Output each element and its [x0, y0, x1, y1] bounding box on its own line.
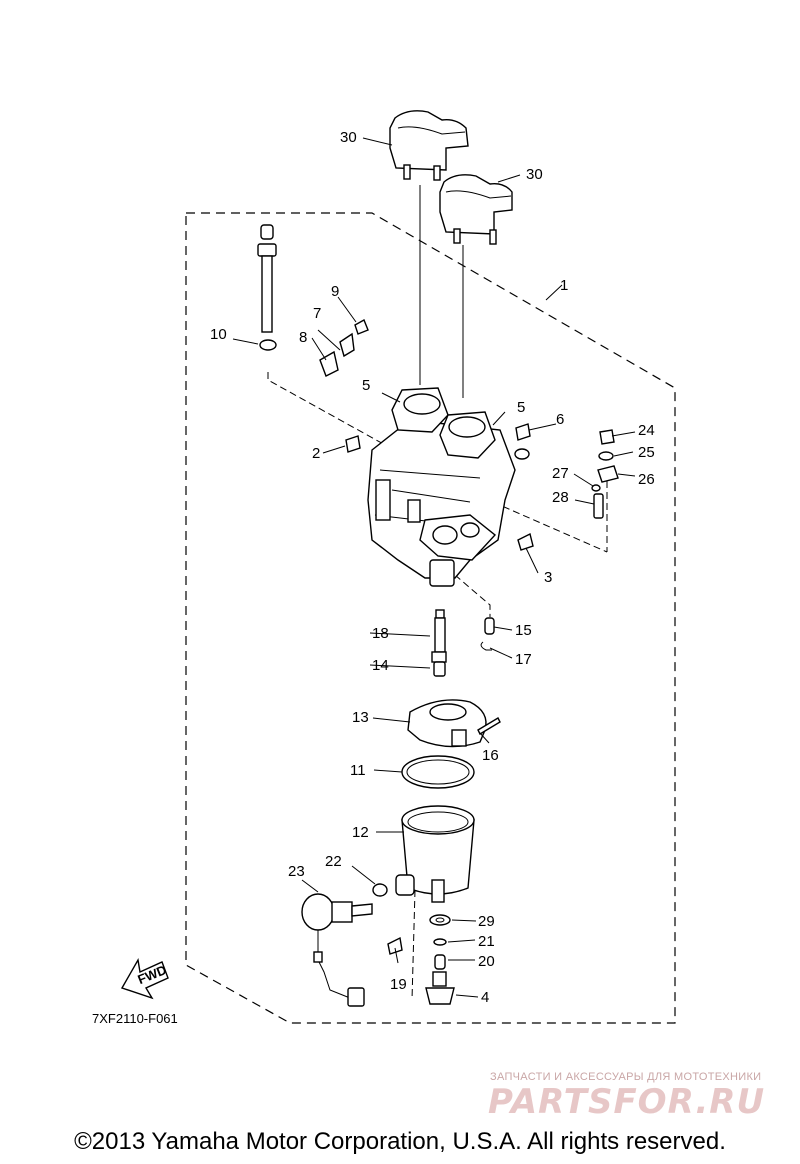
pilot-tube-10 — [257, 224, 277, 351]
parts-24-to-28 — [591, 429, 619, 519]
screw-19 — [387, 936, 403, 955]
drain-parts-4-20-21-29 — [425, 914, 455, 1005]
callout-17: 17 — [515, 651, 532, 668]
washer-22 — [372, 883, 388, 897]
float-13 — [407, 699, 487, 748]
callout-11: 11 — [350, 762, 366, 779]
callout-14: 14 — [372, 657, 389, 674]
callout-6: 6 — [556, 411, 564, 428]
needle-parts-7-8-9 — [319, 319, 369, 377]
callout-28: 28 — [552, 489, 569, 506]
cap-cover-30-lower — [439, 174, 513, 245]
drawing-code: 7XF2110-F061 — [92, 1011, 178, 1026]
callout-3: 3 — [544, 569, 552, 586]
callout-22: 22 — [325, 853, 342, 870]
callout-2: 2 — [312, 445, 320, 462]
callout-leaders — [232, 137, 636, 998]
callout-13: 13 — [352, 709, 369, 726]
solenoid-23 — [301, 893, 373, 1007]
callout-30-upper: 30 — [340, 129, 357, 146]
watermark-tagline: ЗАПЧАСТИ И АКСЕССУАРЫ ДЛЯ МОТОТЕХНИКИ — [490, 1071, 761, 1083]
callout-29: 29 — [478, 913, 495, 930]
gasket-11 — [401, 755, 475, 789]
screws-2-3-6 — [345, 423, 534, 551]
copyright-notice: ©2013 Yamaha Motor Corporation, U.S.A. A… — [74, 1128, 726, 1155]
callout-7: 7 — [313, 305, 321, 322]
callout-27: 27 — [552, 465, 569, 482]
float-bowl-12 — [395, 805, 475, 903]
callout-30-lower: 30 — [526, 166, 543, 183]
alignment-lines — [267, 372, 608, 1001]
callout-21: 21 — [478, 933, 495, 950]
callout-12: 12 — [352, 824, 369, 841]
cap-cover-30-upper — [389, 110, 469, 181]
callout-25: 25 — [638, 444, 655, 461]
callout-16: 16 — [482, 747, 499, 764]
callout-10: 10 — [210, 326, 227, 343]
callout-9: 9 — [331, 283, 339, 300]
float-pin-16 — [477, 717, 501, 735]
callout-24: 24 — [638, 422, 655, 439]
callout-20: 20 — [478, 953, 495, 970]
callout-26: 26 — [638, 471, 655, 488]
forward-direction-arrow: FWD — [120, 957, 169, 1000]
callout-5-left: 5 — [362, 377, 370, 394]
callout-8: 8 — [299, 329, 307, 346]
watermark-brand: PARTSFOR.RU — [488, 1082, 765, 1122]
cover-guide-lines — [419, 185, 464, 398]
callout-19: 19 — [390, 976, 407, 993]
callout-18: 18 — [372, 625, 389, 642]
assembly-boundary — [185, 212, 676, 1024]
callout-5-right: 5 — [517, 399, 525, 416]
callout-23: 23 — [288, 863, 305, 880]
callout-4: 4 — [481, 989, 489, 1006]
callout-1: 1 — [560, 277, 568, 294]
carburetor-body — [367, 387, 516, 587]
callout-15: 15 — [515, 622, 532, 639]
jet-parts-14-15-17-18 — [431, 609, 495, 677]
